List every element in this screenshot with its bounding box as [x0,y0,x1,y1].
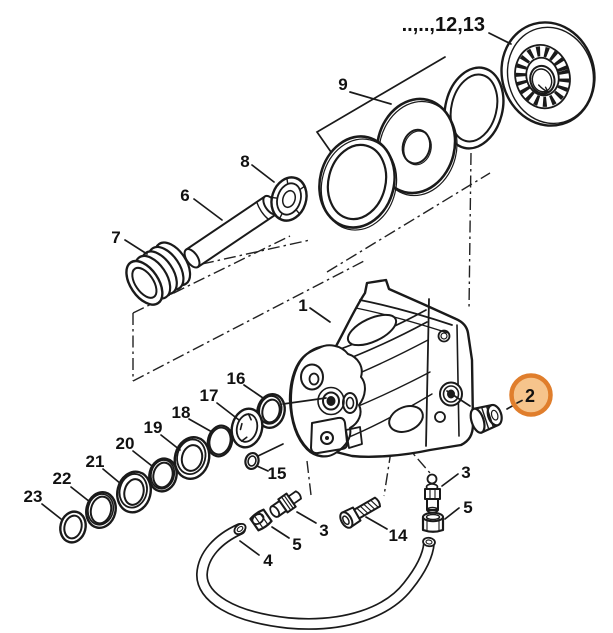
callout-21: 21 [86,452,105,471]
part-12-13-bearing [500,21,596,127]
callout-23: 23 [24,487,43,506]
part-18-o-ring [206,424,234,458]
part-15-o-ring [244,451,260,471]
callout-22: 22 [53,469,72,488]
part-5-nut-right [421,511,445,533]
callout-8: 8 [240,152,249,171]
part-3-fitting-left [269,490,302,518]
callout-1: 1 [298,296,307,315]
part-21-seal [116,470,152,514]
part-16-seal [256,392,286,430]
washer-9b [375,97,458,197]
callout-14: 14 [389,526,408,545]
part-3-fitting-right [424,473,441,514]
group-bracket-12-13 [315,56,446,153]
callout-2: 2 [525,386,535,406]
callout-4: 4 [263,551,273,570]
callout-19: 19 [144,418,163,437]
callout-15: 15 [268,464,287,483]
callout-17: 17 [200,386,219,405]
part-4-hose [196,522,436,630]
callout-18: 18 [172,403,191,422]
callout-7: 7 [111,228,120,247]
part-1-housing [288,278,475,458]
part-6-pin [183,194,280,269]
ring-9c [443,66,505,150]
shaft-bore [322,391,340,411]
part-8-retainer [270,176,308,222]
leader-lines [41,32,515,556]
callout-16: 16 [227,369,246,388]
part-14-screw [339,496,382,529]
callout-5-right: 5 [463,498,472,517]
part-17-retainer [230,407,264,449]
callout-5-left: 5 [292,535,301,554]
callout-3-left: 3 [319,521,328,540]
highlight-circle [509,373,553,417]
callout-6: 6 [180,186,189,205]
callouts: ..,..,12,13 9 8 6 7 1 16 17 18 19 20 21 … [24,14,485,570]
part-20-ring [148,457,178,493]
callout-20: 20 [116,434,135,453]
part-23-washer [59,510,87,544]
callout-9: 9 [338,75,347,94]
part-19-seal [173,436,211,480]
bearing-arrow-icon [537,84,549,93]
callout-3-right: 3 [461,463,470,482]
group-9-rings [318,66,505,231]
part-2-plug [469,403,503,434]
part-7-spring [125,241,192,306]
part-22-ring [85,490,117,530]
seal-stack [59,392,286,544]
part-5-nut-left [249,508,273,532]
highlight-callout-2[interactable]: 2 [509,373,553,417]
ring-9a [318,135,398,231]
callout-group-12-13: ..,..,12,13 [402,14,485,36]
